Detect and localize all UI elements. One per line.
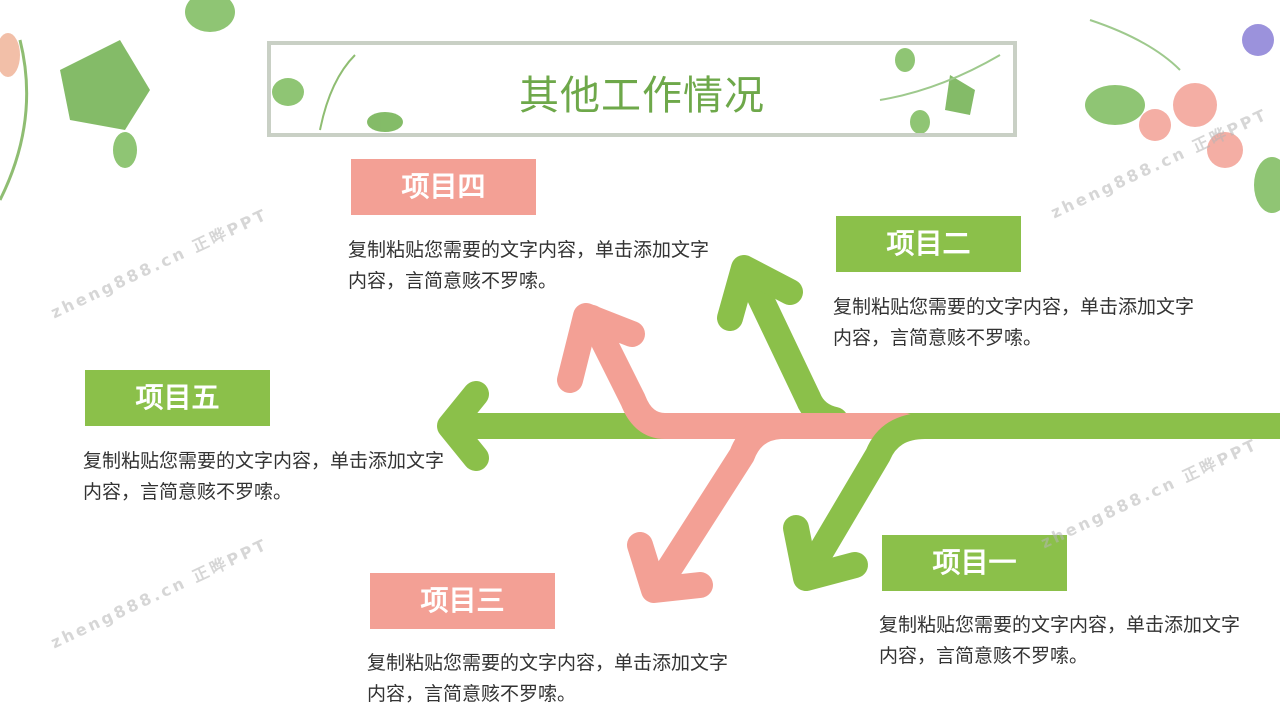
flower-decoration-top-right	[1085, 19, 1280, 213]
arrow-to-item-1	[797, 413, 1280, 583]
item-2-label: 项目二	[836, 216, 1021, 272]
item-4-label: 项目四	[351, 159, 536, 215]
item-5-description: 复制粘贴您需要的文字内容，单击添加文字内容，言简意赅不罗嗦。	[83, 450, 445, 503]
main-arrow-head	[437, 381, 489, 471]
item-5-label: 项目五	[85, 370, 270, 426]
leaf-decoration-title	[272, 48, 1001, 134]
pink-segment	[579, 305, 918, 439]
item-4-description: 复制粘贴您需要的文字内容，单击添加文字内容，言简意赅不罗嗦。	[348, 239, 710, 292]
arrow-to-item-3	[649, 413, 793, 593]
arrow-head-item-4	[557, 303, 645, 393]
item-3-label: 项目三	[370, 573, 555, 629]
page-title: 其他工作情况	[519, 73, 765, 119]
item-1-description: 复制粘贴您需要的文字内容，单击添加文字内容，言简意赅不罗嗦。	[879, 614, 1241, 667]
arrow-head-item-2	[717, 255, 803, 331]
title-frame: 其他工作情况	[267, 41, 1017, 137]
leaf-decoration-top-left	[0, 0, 235, 201]
arrow-head-item-1	[783, 515, 868, 591]
item-1-label: 项目一	[882, 535, 1067, 591]
item-2-description: 复制粘贴您需要的文字内容，单击添加文字内容，言简意赅不罗嗦。	[833, 296, 1195, 349]
item-3-description: 复制粘贴您需要的文字内容，单击添加文字内容，言简意赅不罗嗦。	[367, 652, 729, 705]
arrow-head-item-3	[627, 532, 713, 603]
